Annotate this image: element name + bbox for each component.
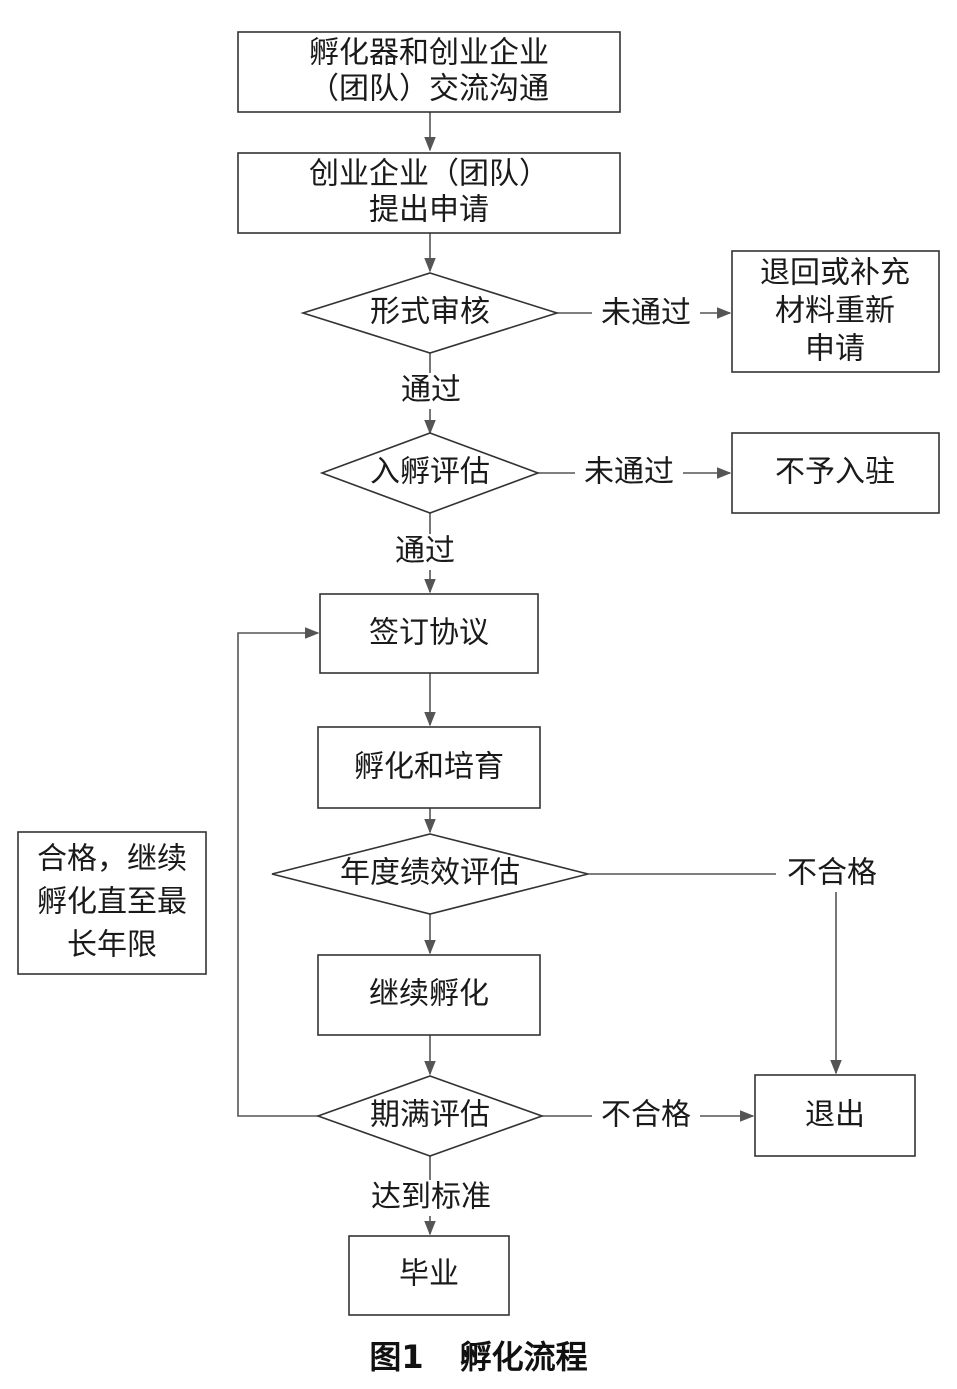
node-exit: 退出	[754, 1074, 916, 1157]
node-apply-line-1: 创业企业（团队）	[309, 157, 549, 192]
node-incubate-label: 孵化和培育	[354, 750, 504, 785]
node-term-eval-label: 期满评估	[370, 1098, 490, 1133]
node-reject: 不予入驻	[731, 432, 940, 514]
node-continue: 继续孵化	[317, 954, 541, 1036]
node-graduate-label: 毕业	[399, 1257, 459, 1292]
node-formal-review-label: 形式审核	[370, 295, 490, 330]
node-term-eval: 期满评估	[315, 1075, 545, 1157]
node-communicate-line-1: 孵化器和创业企业	[309, 36, 549, 71]
node-communicate-line-2: （团队）交流沟通	[309, 72, 549, 107]
label-entry-pass: 通过	[395, 534, 455, 569]
note-line-1: 合格，继续	[37, 842, 187, 877]
node-reject-label: 不予入驻	[775, 455, 895, 490]
node-resubmit: 退回或补充 材料重新 申请	[731, 250, 940, 373]
note-box: 合格，继续 孵化直至最 长年限	[17, 831, 207, 975]
node-graduate: 毕业	[348, 1235, 510, 1316]
node-incubate: 孵化和培育	[317, 726, 541, 809]
node-apply: 创业企业（团队） 提出申请	[237, 152, 621, 234]
edge-term-eval-sign-loop	[237, 627, 320, 1117]
node-resubmit-line-2: 材料重新	[775, 294, 895, 329]
node-apply-line-2: 提出申请	[369, 193, 489, 228]
label-term-fail: 不合格	[601, 1098, 691, 1133]
figure-caption: 图1 孵化流程	[0, 1332, 957, 1378]
node-formal-review: 形式审核	[300, 272, 560, 354]
label-formal-fail: 未通过	[601, 296, 691, 331]
label-entry-fail: 未通过	[584, 455, 674, 490]
note-line-2: 孵化直至最	[37, 885, 187, 920]
edge-labels: 未通过 通过 未通过 通过 不合格 不合格 达到标准	[362, 296, 888, 1216]
figure-title: 孵化流程	[459, 1338, 588, 1376]
node-continue-label: 继续孵化	[369, 977, 489, 1012]
node-resubmit-line-3: 申请	[805, 332, 865, 367]
node-sign-label: 签订协议	[369, 616, 489, 651]
node-annual-eval-label: 年度绩效评估	[340, 856, 520, 891]
label-annual-fail: 不合格	[787, 856, 877, 891]
node-resubmit-line-1: 退回或补充	[760, 256, 910, 291]
figure-number: 图1	[369, 1338, 424, 1376]
node-sign: 签订协议	[319, 593, 539, 674]
label-term-pass: 达到标准	[371, 1180, 491, 1215]
node-entry-eval: 入孵评估	[319, 432, 541, 514]
label-formal-pass: 通过	[401, 373, 461, 408]
node-entry-eval-label: 入孵评估	[370, 455, 490, 490]
node-annual-eval: 年度绩效评估	[271, 833, 589, 915]
node-exit-label: 退出	[805, 1098, 865, 1133]
note-line-3: 长年限	[67, 928, 157, 963]
edge-annual-eval-exit	[588, 873, 842, 1075]
node-communicate: 孵化器和创业企业 （团队）交流沟通	[237, 31, 621, 113]
